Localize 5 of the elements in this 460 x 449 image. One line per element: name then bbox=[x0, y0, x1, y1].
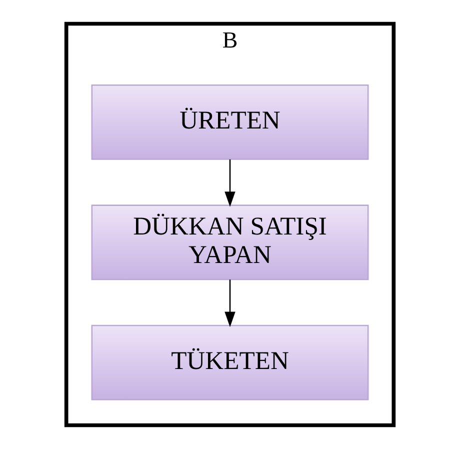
arrow bbox=[224, 280, 236, 328]
node-box: ÜRETEN bbox=[91, 84, 369, 160]
node-box: TÜKETEN bbox=[91, 324, 369, 400]
node-box: DÜKKAN SATIŞI YAPAN bbox=[91, 204, 369, 280]
arrow bbox=[224, 159, 236, 207]
